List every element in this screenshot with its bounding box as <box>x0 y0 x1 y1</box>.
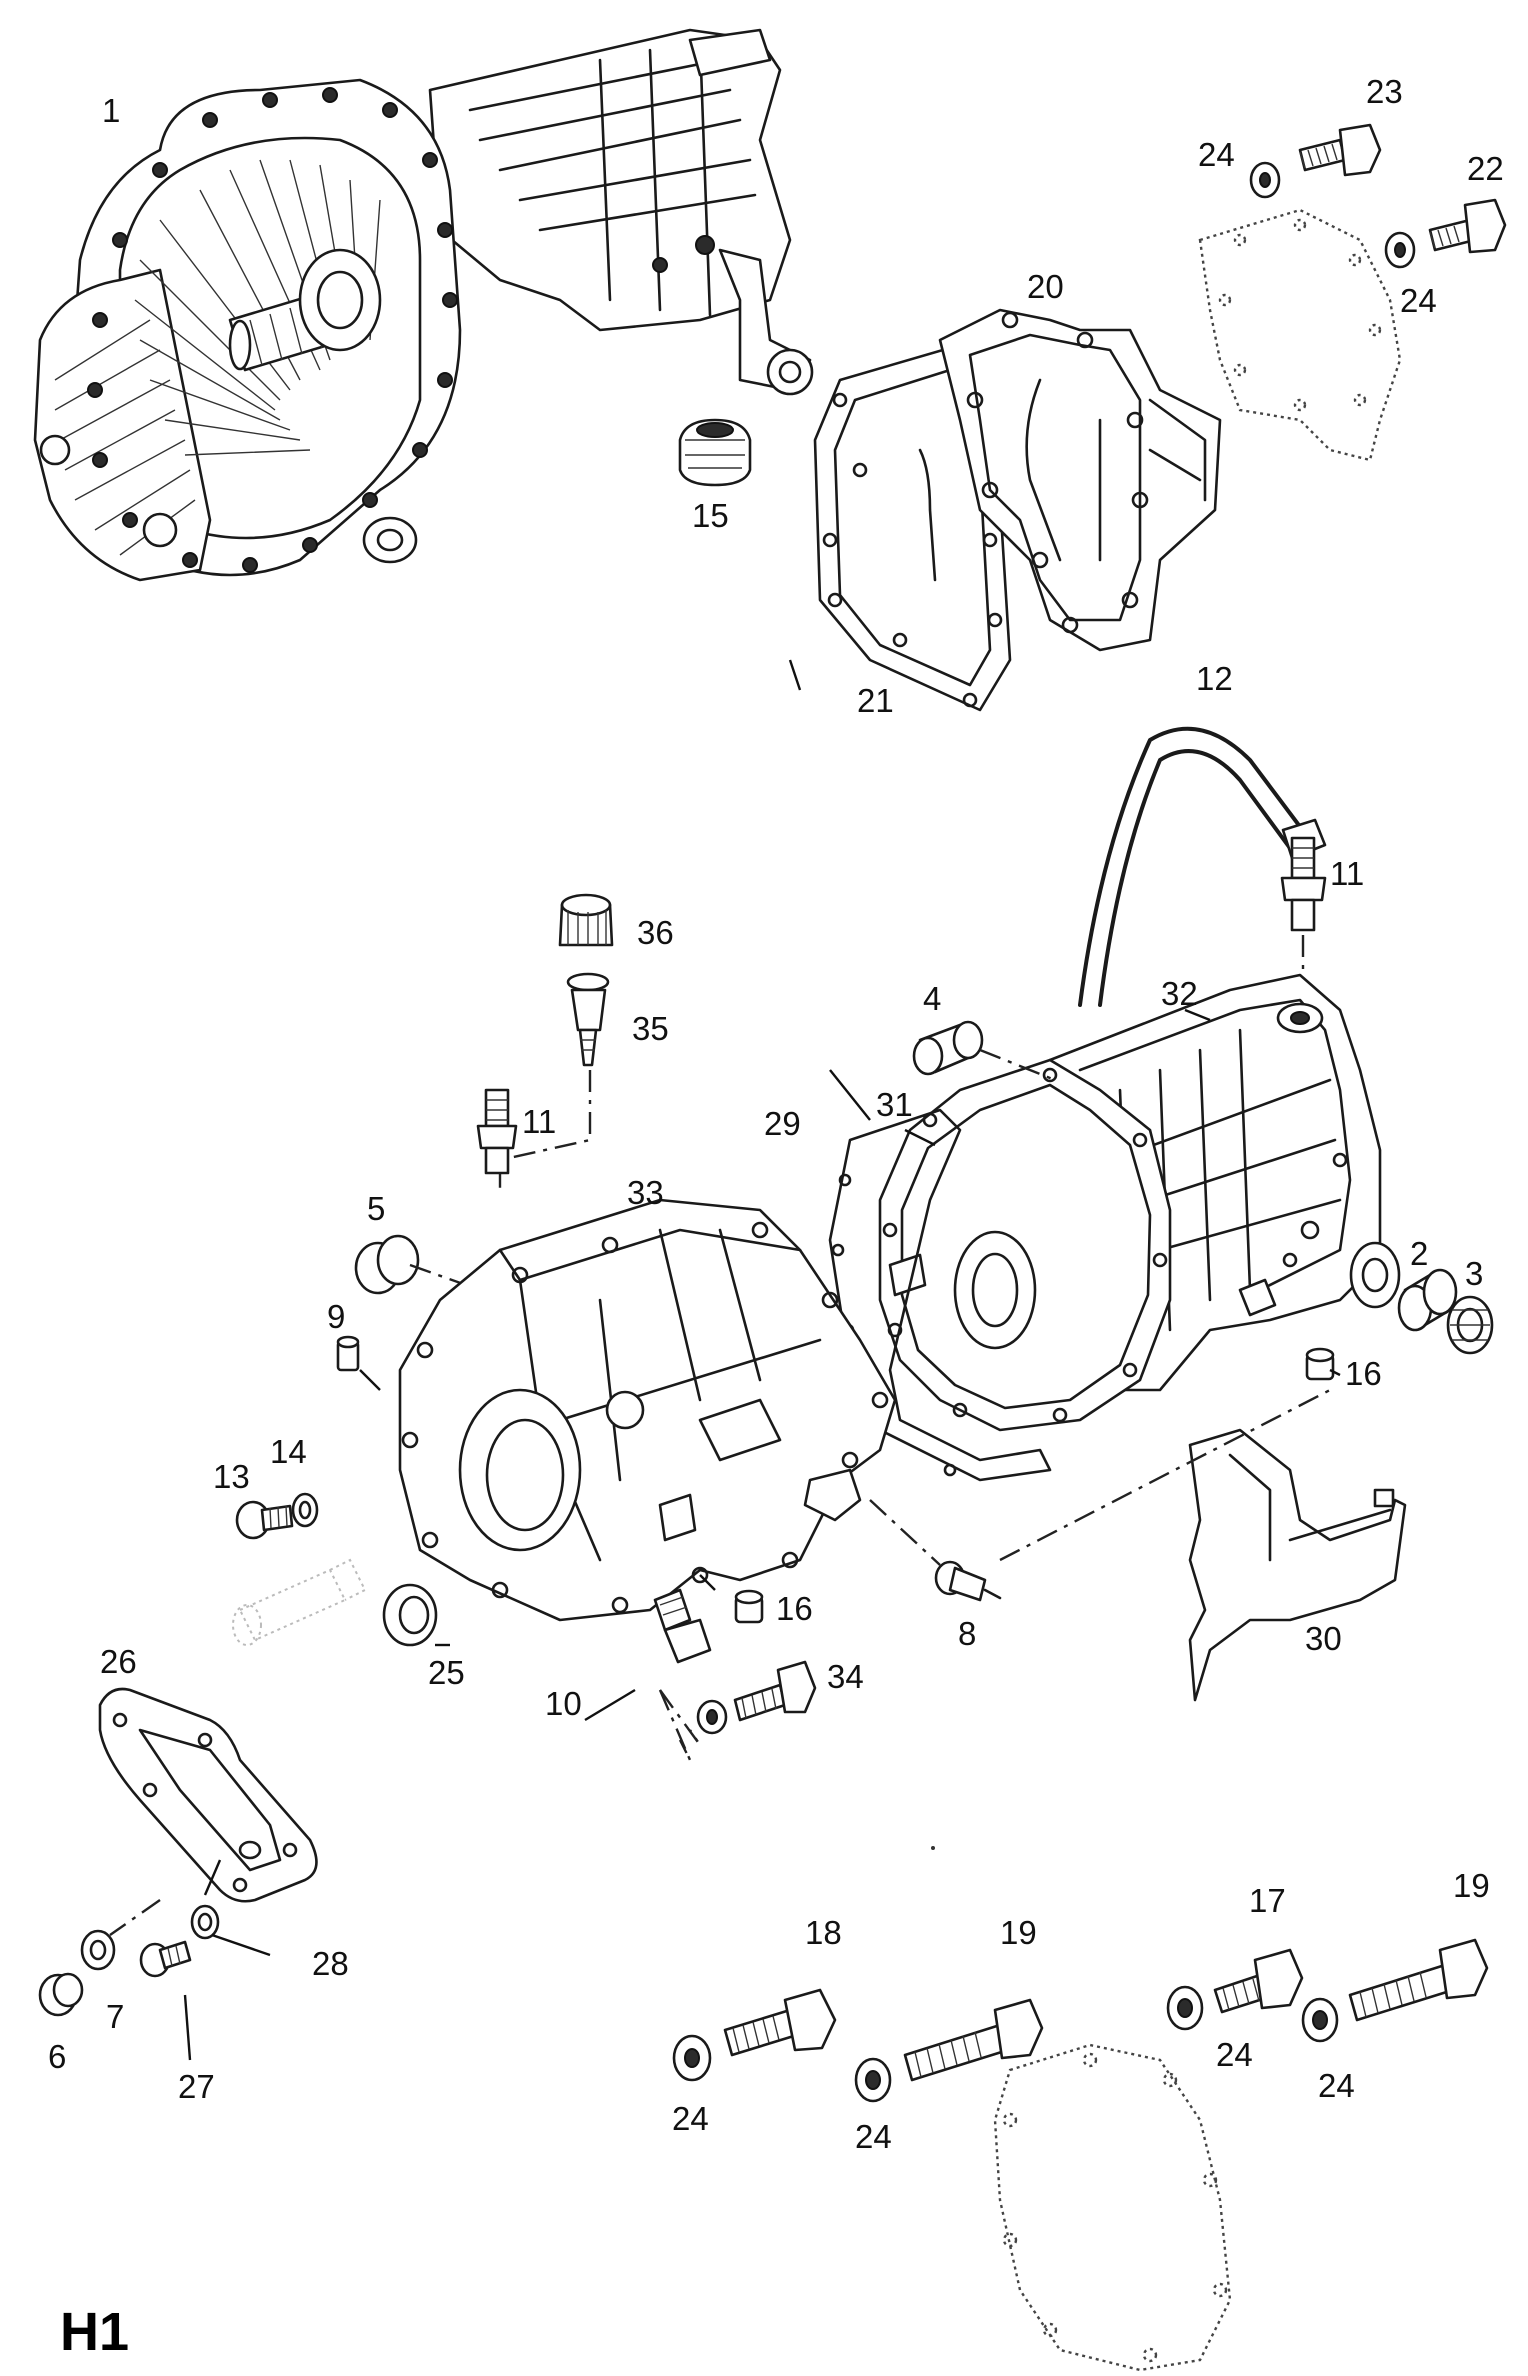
label-part-9: 9 <box>327 1298 345 1335</box>
part-24-washer-b <box>1384 231 1416 269</box>
label-part-6: 6 <box>48 2038 66 2075</box>
label-part-5: 5 <box>367 1190 385 1227</box>
diagram-code: H1 <box>60 2302 129 2362</box>
part-18-bolt <box>723 1988 837 2057</box>
part-23-bolt <box>1298 123 1382 177</box>
label-part-7: 7 <box>106 1998 124 2035</box>
label-part-21: 21 <box>857 682 894 719</box>
front-housing-gasket-ghost <box>993 2043 1232 2372</box>
part-36-speedo-gear <box>558 893 614 947</box>
part-22-bolt <box>1428 198 1507 254</box>
label-part-24-e: 24 <box>1216 2036 1253 2073</box>
label-part-16-center: 16 <box>776 1590 813 1627</box>
label-part-20: 20 <box>1027 268 1064 305</box>
part-11-breather-valve-right <box>1280 836 1327 1010</box>
label-part-32: 32 <box>1161 975 1198 1012</box>
label-part-26: 26 <box>100 1643 137 1680</box>
label-part-33: 33 <box>627 1174 664 1211</box>
part-33-front-housing <box>398 1198 897 1622</box>
part-6-plug <box>38 1972 84 2017</box>
label-part-17: 17 <box>1249 1882 1286 1919</box>
part-13-drain-plug <box>235 1500 294 1540</box>
part-15-rubber-mount <box>678 418 752 487</box>
label-part-24-b: 24 <box>1400 282 1437 319</box>
label-part-8: 8 <box>958 1615 976 1652</box>
cover-plate-gasket <box>1198 208 1402 462</box>
part-9-dowel <box>336 1335 360 1372</box>
part-24-washer-c <box>672 2034 712 2082</box>
part-24-washer-e <box>1166 1985 1204 2031</box>
part-1-gearbox-assembly <box>33 28 814 582</box>
label-part-1: 1 <box>102 92 120 129</box>
label-part-23: 23 <box>1366 73 1403 110</box>
leader-lines <box>183 659 1341 2061</box>
part-27-screw <box>139 1940 192 1978</box>
label-part-35: 35 <box>632 1010 669 1047</box>
part-31-intermediate-plate <box>878 1058 1172 1432</box>
label-part-11-right: 11 <box>1330 855 1364 892</box>
label-part-25: 25 <box>428 1654 465 1691</box>
part-3-oil-seal <box>1446 1295 1494 1355</box>
part-7-washer <box>80 1929 116 1971</box>
part-30-bracket <box>1188 1428 1407 1702</box>
label-part-24-a: 24 <box>1198 136 1235 173</box>
part-28-washer <box>190 1904 220 1940</box>
label-part-3: 3 <box>1465 1255 1483 1292</box>
part-24-washer-f <box>1301 1997 1339 2043</box>
label-part-18: 18 <box>805 1914 842 1951</box>
part-4-plug <box>912 1020 1056 1082</box>
label-part-24-f: 24 <box>1318 2067 1355 2104</box>
part-17-bolt <box>1213 1948 1304 2014</box>
part-20-extension-cover <box>938 308 1222 652</box>
label-part-30: 30 <box>1305 1620 1342 1657</box>
label-part-12: 12 <box>1196 660 1233 697</box>
part-19-bolt-a <box>903 1998 1044 2082</box>
part-14-washer <box>291 1492 319 1528</box>
part-16-sleeve-center <box>734 1589 764 1624</box>
part-26-cover-plate <box>98 1687 318 1936</box>
label-part-13: 13 <box>213 1458 250 1495</box>
part-21-gasket <box>813 343 1012 712</box>
part-10-reverse-switch <box>653 1588 712 1761</box>
label-part-19-left: 19 <box>1000 1914 1037 1951</box>
part-5-plug <box>354 1234 481 1295</box>
label-part-36: 36 <box>637 914 674 951</box>
label-part-27: 27 <box>178 2068 215 2105</box>
part-number-labels: 1 2 3 4 5 6 7 8 9 10 11 11 12 13 14 15 1… <box>48 73 1504 2155</box>
part-19-bolt-b <box>1348 1938 1489 2022</box>
part-8-sensor <box>869 1388 1331 1602</box>
label-part-15: 15 <box>692 497 729 534</box>
part-16-sleeve-right <box>1305 1347 1335 1381</box>
label-part-34: 34 <box>827 1658 864 1695</box>
label-part-22: 22 <box>1467 150 1504 187</box>
label-part-29: 29 <box>764 1105 801 1142</box>
label-part-14: 14 <box>270 1433 307 1470</box>
label-part-11-left: 11 <box>522 1103 556 1140</box>
label-part-10: 10 <box>545 1685 582 1722</box>
label-part-31: 31 <box>876 1086 913 1123</box>
label-part-19-right: 19 <box>1453 1867 1490 1904</box>
ghost-input-shaft <box>232 1558 367 1646</box>
part-2-bushing <box>1397 1268 1458 1332</box>
label-part-28: 28 <box>312 1945 349 1982</box>
part-24-washer-d <box>854 2057 892 2103</box>
label-part-24-c: 24 <box>672 2100 709 2137</box>
stray-dot <box>931 1846 935 1850</box>
part-24-washer-a <box>1249 161 1281 199</box>
part-25-seal-ring <box>382 1583 438 1647</box>
label-part-2: 2 <box>1410 1235 1428 1272</box>
part-11-breather-valve-left <box>476 1088 518 1175</box>
part-35-speedo-drive <box>498 972 610 1195</box>
part-12-breather-hose <box>1078 726 1327 1007</box>
label-part-16-right: 16 <box>1345 1355 1382 1392</box>
part-34-bolt <box>659 1660 817 1746</box>
label-part-4: 4 <box>923 980 941 1017</box>
label-part-24-d: 24 <box>855 2118 892 2155</box>
